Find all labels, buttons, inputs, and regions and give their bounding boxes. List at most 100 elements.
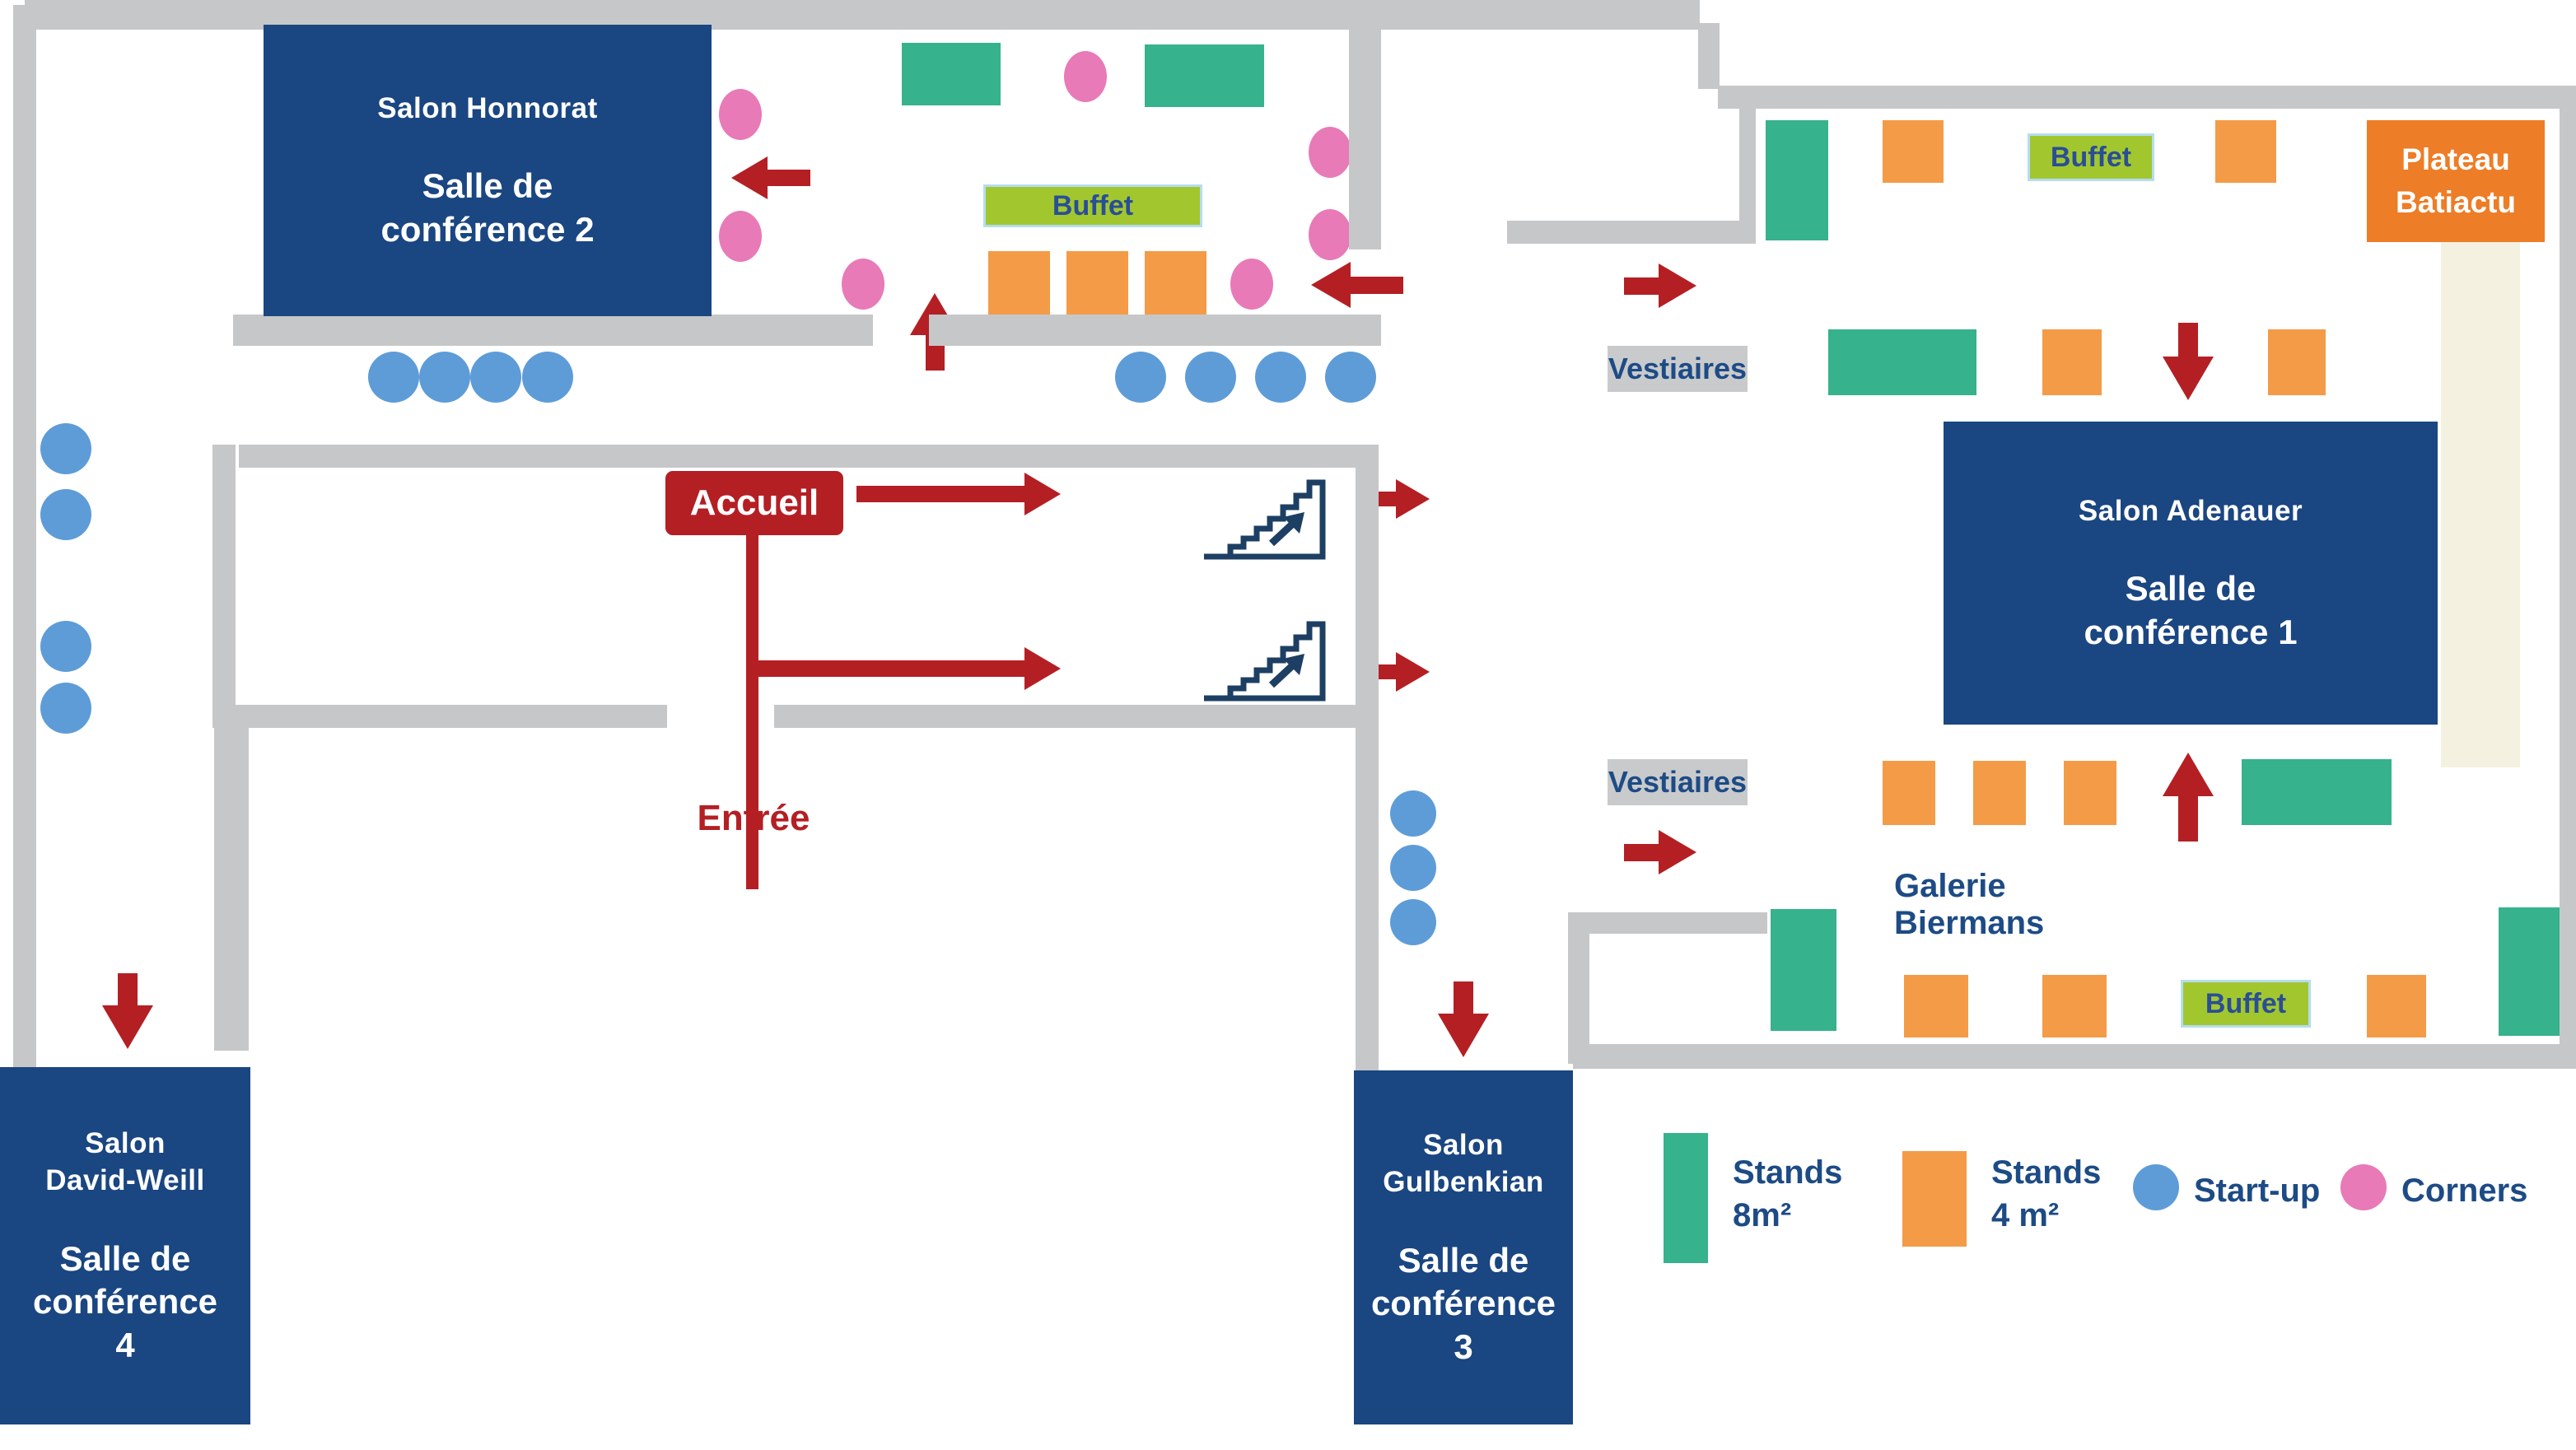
legend-label-startup: Start-up [2194, 1173, 2321, 1209]
direction-arrow [1624, 277, 1660, 295]
corner-circle [719, 211, 762, 262]
direction-arrow-head [1024, 473, 1061, 515]
room-name: Salon Honnorat [377, 91, 598, 124]
wall-segment [1568, 912, 1767, 934]
direction-arrow [856, 486, 1026, 502]
buffet-label: Buffet [2028, 133, 2154, 181]
direction-arrow-head [1396, 652, 1430, 692]
room-hall-line: Salle de [422, 166, 553, 206]
vestiaires-label: Vestiaires [1608, 346, 1748, 392]
startup-circle [368, 352, 419, 403]
room-salle-de-conference-2: Salon Honnorat Salle de conférence 2 [264, 25, 712, 316]
room-hall-line: conférence 1 [2084, 612, 2298, 651]
startup-circle [1255, 352, 1306, 403]
corner-circle [719, 89, 762, 140]
room-name: Salon Gulbenkian [1383, 1126, 1544, 1201]
room-hall-line: conférence [32, 1282, 218, 1322]
room-salle-de-conference-4: Salon David-Weill Salle de conférence 4 [0, 1067, 250, 1424]
plateau-line: Plateau [2401, 142, 2510, 177]
legend-swatch-startup [2133, 1164, 2179, 1210]
direction-arrow-head [2163, 357, 2214, 400]
stand-4m2 [988, 251, 1050, 315]
direction-arrow-head [1396, 479, 1430, 519]
stand-4m2 [1904, 975, 1968, 1037]
room-name: Salon Adenauer [2078, 494, 2303, 527]
room-hall-label: Salle de conférence 3 [1371, 1239, 1556, 1369]
direction-arrow [1349, 276, 1403, 294]
room-name-line: Gulbenkian [1383, 1166, 1544, 1199]
stand-8m2 [1828, 329, 1976, 395]
startup-circle [470, 352, 521, 403]
stand-8m2 [902, 43, 1001, 105]
stand-4m2 [1883, 120, 1944, 183]
direction-arrow [1624, 843, 1660, 861]
wall-segment [212, 445, 236, 728]
wall-segment [1349, 27, 1381, 249]
startup-circle [1390, 899, 1436, 945]
plateau-batiactu-zone: Plateau Batiactu [2367, 120, 2545, 242]
direction-arrow-head [731, 156, 768, 199]
wall-segment [1507, 221, 1739, 244]
direction-arrow [756, 660, 1026, 677]
direction-arrow-head [102, 1005, 153, 1049]
wall-segment [1356, 445, 1379, 1070]
startup-circle [1390, 790, 1436, 837]
stand-4m2 [1883, 761, 1935, 825]
wall-segment [1698, 23, 1720, 89]
wall-segment [233, 315, 873, 346]
startup-circle [1325, 352, 1376, 403]
stairs-icon [1199, 476, 1328, 562]
room-hall-line: Salle de [1398, 1240, 1529, 1280]
corner-circle [1064, 51, 1107, 102]
stand-4m2 [2268, 329, 2326, 395]
room-hall-label: Salle de conférence 2 [380, 165, 594, 251]
room-name-line: Salon [1423, 1128, 1504, 1161]
legend-swatch-corner [2340, 1164, 2387, 1210]
wall-segment [1718, 86, 2576, 109]
startup-circle [419, 352, 470, 403]
startup-circle [1115, 352, 1166, 403]
plateau-line: Batiactu [2396, 185, 2516, 219]
startup-circle [40, 489, 91, 540]
stand-8m2 [2242, 759, 2392, 825]
wall-segment [214, 728, 249, 1051]
wall-segment [212, 705, 667, 728]
accueil-sign: Accueil [665, 471, 843, 535]
vestiaires-label: Vestiaires [1608, 759, 1748, 805]
stand-4m2 [2064, 761, 2116, 825]
startup-circle [1185, 352, 1236, 403]
room-hall-line: 4 [115, 1325, 135, 1364]
room-hall-line: Salle de [59, 1238, 191, 1278]
room-name-line: David-Weill [45, 1164, 205, 1197]
buffet-label: Buffet [983, 184, 1202, 227]
wall-segment [774, 705, 1379, 728]
direction-arrow-head [1659, 263, 1696, 308]
room-hall-line: Salle de [2125, 569, 2256, 608]
wall-segment [1739, 107, 1756, 244]
legend-swatch-stand8 [1664, 1133, 1708, 1263]
room-salle-de-conference-1: Salon Adenauer Salle de conférence 1 [1944, 422, 2438, 725]
stand-4m2 [2042, 329, 2102, 395]
startup-circle [522, 352, 573, 403]
legend-label-corner: Corners [2401, 1173, 2528, 1209]
direction-arrow-head [2163, 753, 2214, 796]
stand-4m2 [1145, 251, 1206, 315]
room-hall-line: conférence [1370, 1284, 1556, 1323]
stand-8m2 [1145, 44, 1264, 107]
direction-arrow-head [1311, 262, 1351, 308]
legend-swatch-stand4 [1902, 1151, 1967, 1247]
wall-segment [1573, 1044, 2576, 1069]
corner-circle [1230, 259, 1273, 310]
startup-circle [1390, 845, 1436, 891]
direction-arrow [766, 170, 810, 186]
accueil-leader-line [746, 534, 758, 889]
direction-arrow [2178, 795, 2198, 842]
room-name-line: Salon [85, 1126, 166, 1159]
startup-circle [40, 683, 91, 734]
corner-circle [1309, 209, 1351, 260]
stand-4m2 [1973, 761, 2026, 825]
room-salle-de-conference-3: Salon Gulbenkian Salle de conférence 3 [1354, 1070, 1573, 1424]
